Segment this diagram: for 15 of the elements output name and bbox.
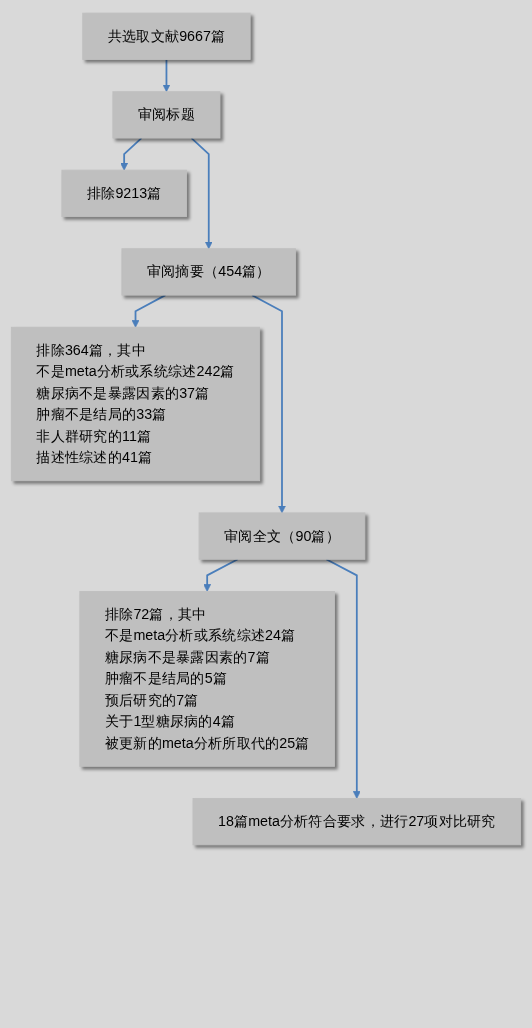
node-box: 排除9213篇 xyxy=(61,169,187,218)
arrow xyxy=(190,137,213,250)
arrow xyxy=(251,294,286,514)
node-box: 审阅标题 xyxy=(112,91,221,139)
node-box: 排除72篇，其中 不是meta分析或系统综述24篇 糖尿病不是暴露因素的7篇 肿瘤不是结局的5篇 预后研究的7篇 关于1型糖尿病的4篇 被更新的meta分析所取代的25篇 xyxy=(79,590,335,767)
arrow xyxy=(203,558,239,592)
node-box: 审阅摘要（454篇） xyxy=(121,248,297,296)
arrow xyxy=(325,558,361,799)
node-box: 排除364篇，其中 不是meta分析或系统综述242篇 糖尿病不是暴露因素的37篇 肿瘤不是结局的33篇 非人群研究的11篇 描述性综述的41篇 xyxy=(10,326,261,482)
node-box: 审阅全文（90篇） xyxy=(198,512,366,560)
node-box: 18篇meta分析符合要求，进行27项对比研究 xyxy=(192,798,522,846)
arrow xyxy=(120,137,143,171)
arrow xyxy=(131,294,167,328)
node-box: 共选取文献9667篇 xyxy=(82,12,251,60)
arrow xyxy=(162,58,171,93)
